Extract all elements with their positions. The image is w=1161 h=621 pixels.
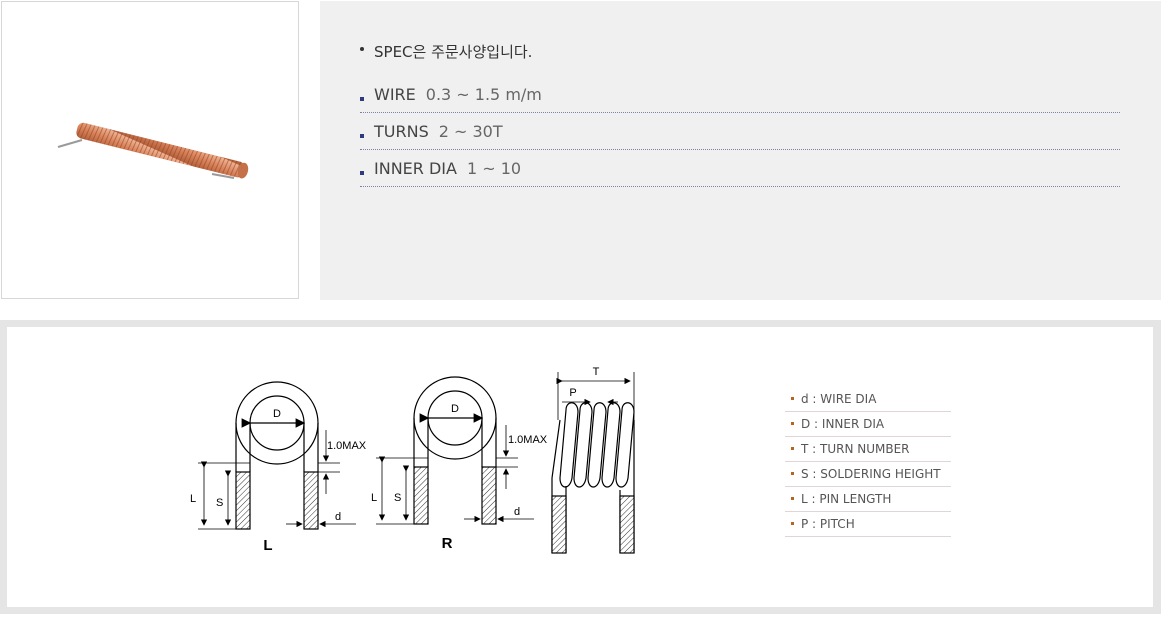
square-bullet-icon bbox=[791, 497, 794, 500]
label-max: 1.0MAX bbox=[508, 434, 548, 446]
square-bullet-icon bbox=[360, 170, 364, 175]
legend-label: L : PIN LENGTH bbox=[801, 492, 892, 506]
label-inner-dia: D bbox=[451, 403, 459, 415]
legend-item: L : PIN LENGTH bbox=[785, 487, 951, 512]
label-type-l: L bbox=[263, 537, 272, 554]
coil-product-image bbox=[57, 122, 249, 179]
product-photo-frame bbox=[1, 1, 299, 299]
spec-key: TURNS bbox=[374, 122, 429, 141]
label-wire-dia: d bbox=[514, 506, 520, 518]
legend-item: S : SOLDERING HEIGHT bbox=[785, 462, 951, 487]
spec-key: WIRE bbox=[374, 85, 416, 104]
label-soldering: S bbox=[394, 492, 401, 504]
diagram-type-l bbox=[198, 381, 356, 530]
legend-label: P : PITCH bbox=[801, 517, 855, 531]
legend-item: D : INNER DIA bbox=[785, 412, 951, 437]
label-pin-length: L bbox=[371, 492, 377, 504]
diagram-side-view bbox=[551, 372, 635, 554]
legend-item: P : PITCH bbox=[785, 512, 951, 537]
spec-value: 0.3 ~ 1.5 m/m bbox=[425, 85, 542, 104]
legend-item: d : WIRE DIA bbox=[785, 387, 951, 412]
diagram-panel bbox=[0, 320, 1161, 614]
label-soldering: S bbox=[216, 497, 223, 509]
spec-value: 1 ~ 10 bbox=[466, 159, 522, 178]
spec-row-turns: TURNS 2 ~ 30T bbox=[360, 114, 1120, 150]
spec-intro: SPEC은 주문사양입니다. bbox=[360, 41, 532, 62]
square-bullet-icon bbox=[791, 472, 794, 475]
label-pin-length: L bbox=[190, 493, 196, 505]
legend-label: d : WIRE DIA bbox=[801, 392, 877, 406]
square-bullet-icon bbox=[791, 522, 794, 525]
label-turn-number: T bbox=[593, 366, 600, 378]
label-inner-dia: D bbox=[273, 408, 281, 420]
square-bullet-icon bbox=[791, 447, 794, 450]
label-pitch: P bbox=[569, 387, 576, 399]
spec-row-wire: WIRE 0.3 ~ 1.5 m/m bbox=[360, 77, 1120, 113]
label-max: 1.0MAX bbox=[327, 440, 367, 452]
spec-value: 2 ~ 30T bbox=[438, 122, 503, 141]
square-bullet-icon bbox=[360, 96, 364, 101]
label-type-r: R bbox=[442, 535, 453, 552]
spec-key: INNER DIA bbox=[374, 159, 457, 178]
square-bullet-icon bbox=[791, 397, 794, 400]
legend-label: S : SOLDERING HEIGHT bbox=[801, 467, 941, 481]
legend-item: T : TURN NUMBER bbox=[785, 437, 951, 462]
diagram-area bbox=[7, 327, 1153, 607]
square-bullet-icon bbox=[360, 133, 364, 138]
diagram-type-r bbox=[376, 376, 534, 525]
square-bullet-icon bbox=[791, 422, 794, 425]
spec-row-inner-dia: INNER DIA 1 ~ 10 bbox=[360, 151, 1120, 187]
spec-panel: SPEC은 주문사양입니다. WIRE 0.3 ~ 1.5 m/m TURNS 2 … bbox=[320, 1, 1161, 300]
spec-intro-text: SPEC은 주문사양입니다. bbox=[374, 43, 533, 61]
legend-label: D : INNER DIA bbox=[801, 417, 885, 431]
legend-list: d : WIRE DIA D : INNER DIA T : TURN NUMB… bbox=[785, 387, 951, 537]
bullet-icon bbox=[360, 46, 364, 51]
label-wire-dia: d bbox=[335, 511, 341, 523]
legend-label: T : TURN NUMBER bbox=[801, 442, 910, 456]
